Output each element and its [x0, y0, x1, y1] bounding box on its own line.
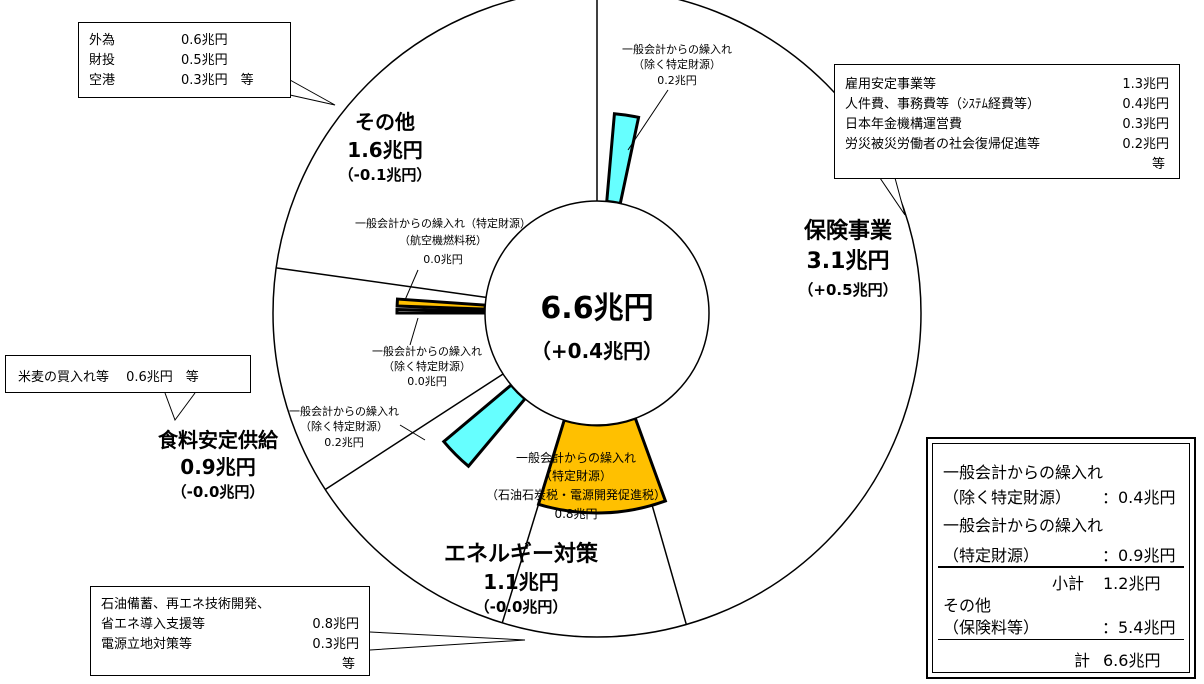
divider-shokuryo-sonota — [324, 373, 504, 491]
inner-label-shokuryo-line3: 0.2兆円 — [324, 436, 364, 449]
divider-sonota-top — [276, 267, 487, 299]
summary-line: （除く特定財源） — [943, 488, 1072, 507]
callout-pointer-energy — [369, 631, 526, 651]
callout-item-name: 電源立地対策等 — [101, 637, 193, 652]
segment-change-hoken: （+0.5兆円） — [798, 281, 897, 299]
callout-pointer-shokuryo — [164, 392, 196, 422]
inner-label-energy-line4: 0.8兆円 — [554, 507, 597, 521]
summary-subtotal-value: 1.2兆円 — [1103, 574, 1161, 593]
callout-item: 米麦の買入れ等 0.6兆円 等 — [18, 370, 199, 385]
inner-label-sonota-b-line1: 一般会計からの繰入れ（特定財源） — [355, 216, 531, 230]
callout-item-name: 省エネ導入支援等 — [101, 617, 206, 632]
summary-value: ：0.9兆円 — [1102, 546, 1176, 565]
segment-label-energy: エネルギー対策 — [444, 541, 599, 567]
callout-item-value: 0.4兆円 — [1122, 97, 1169, 112]
summary-line: その他 — [943, 596, 992, 615]
summary-inner-border — [932, 443, 1190, 673]
inner-label-shokuryo-line2: （除く特定財源） — [300, 419, 388, 433]
callout-item-value: 0.3兆円 — [1122, 117, 1169, 132]
inner-label-sonota-b-line2: （航空機燃料税） — [399, 233, 487, 247]
callout-item-value: 0.3兆円 — [312, 637, 359, 652]
segment-label-shokuryo: 食料安定供給 — [158, 428, 279, 452]
inner-label-sonota-a-line2: （除く特定財源） — [383, 359, 471, 373]
callout-item-value: 1.3兆円 — [1122, 77, 1169, 92]
callout-energy: 石油備蓄、再エネ技術開発、 省エネ導入支援等 0.8兆円 電源立地対策等 0.3… — [90, 586, 370, 676]
inner-label-hoken-line3: 0.2兆円 — [657, 74, 697, 87]
callout-item-value: 0.5兆円 — [181, 53, 228, 68]
leader-sonota-a — [409, 317, 419, 346]
segment-value-sonota: 1.6兆円 — [347, 138, 422, 162]
summary-value: ：0.4兆円 — [1102, 488, 1176, 507]
inner-label-sonota-a-line1: 一般会計からの繰入れ — [372, 344, 482, 358]
callout-item-value: 0.2兆円 — [1122, 137, 1169, 152]
summary-total-value: 6.6兆円 — [1103, 651, 1161, 670]
summary-line: （特定財源） — [943, 546, 1040, 565]
inner-label-hoken-line2: （除く特定財源） — [633, 57, 721, 71]
summary-box: 一般会計からの繰入れ （除く特定財源） ：0.4兆円 一般会計からの繰入れ （特… — [926, 437, 1196, 679]
callout-item-name: 雇用安定事業等 — [845, 77, 937, 92]
summary-divider — [938, 639, 1184, 640]
callout-item-name: 人件費、事務費等（ｼｽﾃﾑ経費等） — [845, 97, 1041, 112]
leader-sonota-b — [404, 269, 419, 301]
summary-total-label: 計 — [1074, 651, 1091, 670]
summary-line: 一般会計からの繰入れ — [943, 516, 1104, 535]
segment-label-sonota: その他 — [355, 110, 415, 134]
segment-change-energy: （-0.0兆円） — [475, 598, 568, 616]
summary-value: ：5.4兆円 — [1102, 618, 1176, 637]
inner-label-sonota-b-line3: 0.0兆円 — [423, 253, 463, 266]
inner-label-energy-line3: （石油石炭税・電源開発促進税） — [486, 488, 666, 502]
callout-item-name: 空港 — [89, 73, 116, 88]
callout-item-name: 日本年金機構運営費 — [845, 117, 963, 132]
center-total: 6.6兆円 — [540, 291, 653, 326]
segment-label-hoken: 保険事業 — [803, 218, 893, 244]
callout-item-name: 労災被災労働者の社会復帰促進等 — [845, 137, 1041, 152]
callout-sonota: 外為 0.6兆円 財投 0.5兆円 空港 0.3兆円 等 — [78, 22, 291, 98]
summary-divider — [938, 566, 1184, 568]
segment-change-sonota: （-0.1兆円） — [339, 166, 432, 184]
center-change: （+0.4兆円） — [531, 339, 663, 363]
callout-item-value: 0.3兆円 等 — [181, 73, 254, 88]
summary-line: （保険料等） — [943, 618, 1040, 637]
callout-pointer-hoken — [879, 177, 906, 216]
callout-item-name: 財投 — [89, 53, 116, 68]
callout-shokuryo: 米麦の買入れ等 0.6兆円 等 — [5, 355, 251, 393]
segment-value-hoken: 3.1兆円 — [807, 249, 890, 274]
callout-suffix: 等 — [341, 657, 355, 672]
leader-shokuryo — [399, 424, 426, 441]
segment-change-shokuryo: （-0.0兆円） — [172, 483, 265, 501]
callout-suffix: 等 — [1151, 157, 1165, 172]
summary-subtotal-label: 小計 — [1052, 574, 1085, 593]
inner-label-sonota-a-line3: 0.0兆円 — [407, 375, 447, 388]
callout-pointer-sonota — [289, 79, 336, 106]
leader-lines — [399, 89, 669, 441]
callout-item: 石油備蓄、再エネ技術開発、 — [101, 597, 271, 612]
inner-label-shokuryo-line1: 一般会計からの繰入れ — [289, 404, 399, 418]
callout-item-value: 0.8兆円 — [312, 617, 359, 632]
inner-label-hoken-line1: 一般会計からの繰入れ — [622, 42, 732, 56]
inner-label-energy-line1: 一般会計からの繰入れ — [516, 450, 636, 465]
callout-item-value: 0.6兆円 — [181, 33, 228, 48]
summary-line: 一般会計からの繰入れ — [943, 463, 1104, 482]
segment-value-shokuryo: 0.9兆円 — [180, 455, 255, 479]
center-hole — [484, 200, 710, 426]
segment-value-energy: 1.1兆円 — [483, 570, 558, 594]
inner-label-energy-line2: （特定財源） — [540, 468, 612, 483]
callout-hoken: 雇用安定事業等 1.3兆円 人件費、事務費等（ｼｽﾃﾑ経費等） 0.4兆円 日本… — [834, 64, 1180, 179]
callout-item-name: 外為 — [89, 33, 116, 48]
leader-hoken — [627, 89, 669, 151]
